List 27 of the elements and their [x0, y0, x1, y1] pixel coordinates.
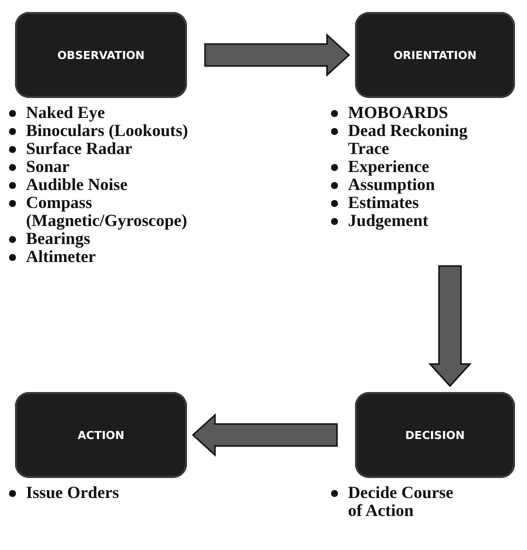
- process-box: [355, 392, 515, 478]
- list-item: Judgement: [328, 212, 503, 230]
- process-box: [355, 12, 515, 98]
- list-item: Altimeter: [6, 248, 206, 266]
- list-item: Decide Course of Action: [328, 484, 468, 520]
- box-label: ORIENTATION: [393, 48, 477, 62]
- block-arrow: [192, 413, 338, 457]
- box-label: DECISION: [405, 428, 465, 442]
- list-item: Compass (Magnetic/Gyroscope): [6, 194, 206, 230]
- list-item: Estimates: [328, 194, 503, 212]
- process-box: [15, 12, 187, 98]
- list-item: MOBOARDS: [328, 104, 503, 122]
- list-item: Assumption: [328, 176, 503, 194]
- box-label: ACTION: [78, 428, 124, 442]
- block-arrow: [428, 265, 472, 388]
- list-item: Sonar: [6, 158, 206, 176]
- list-item: Experience: [328, 158, 503, 176]
- list-item: Binoculars (Lookouts): [6, 122, 206, 140]
- list-item: Dead Reckoning Trace: [328, 122, 503, 158]
- list-item: Issue Orders: [6, 484, 206, 502]
- list-item: Surface Radar: [6, 140, 206, 158]
- block-arrow: [204, 33, 350, 77]
- list-item: Bearings: [6, 230, 206, 248]
- process-box: [15, 392, 187, 478]
- box-label: OBSERVATION: [57, 48, 145, 62]
- list-item: Naked Eye: [6, 104, 206, 122]
- list-item: Audible Noise: [6, 176, 206, 194]
